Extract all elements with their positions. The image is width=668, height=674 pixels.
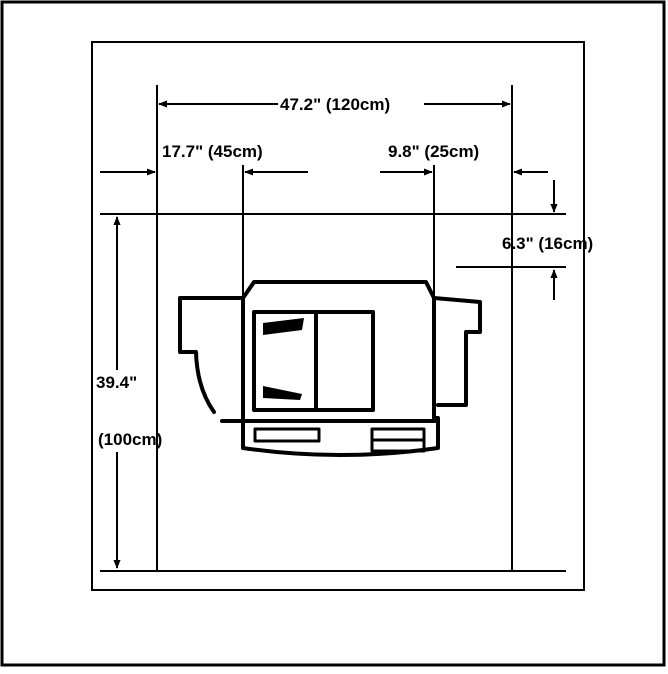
- depth-value-label: 39.4": [96, 373, 137, 392]
- machine-body: [241, 280, 440, 457]
- right-tray: [432, 296, 482, 407]
- paper-indicator-bottom: [263, 386, 302, 400]
- overall-width-label: 47.2" (120cm): [280, 95, 390, 114]
- drawing-border: [91, 41, 585, 591]
- right-clearance-label: 9.8" (25cm): [388, 142, 479, 161]
- left-tray: [178, 296, 245, 414]
- depth-metric-label: (100cm): [98, 430, 162, 449]
- paper-indicator-top: [263, 318, 304, 335]
- rear-clearance-label: 6.3" (16cm): [502, 234, 593, 253]
- copier-machine: [178, 280, 482, 457]
- left-clearance-label: 17.7" (45cm): [162, 142, 263, 161]
- cassette-handle-left: [253, 427, 321, 443]
- platen-glass: [252, 310, 375, 412]
